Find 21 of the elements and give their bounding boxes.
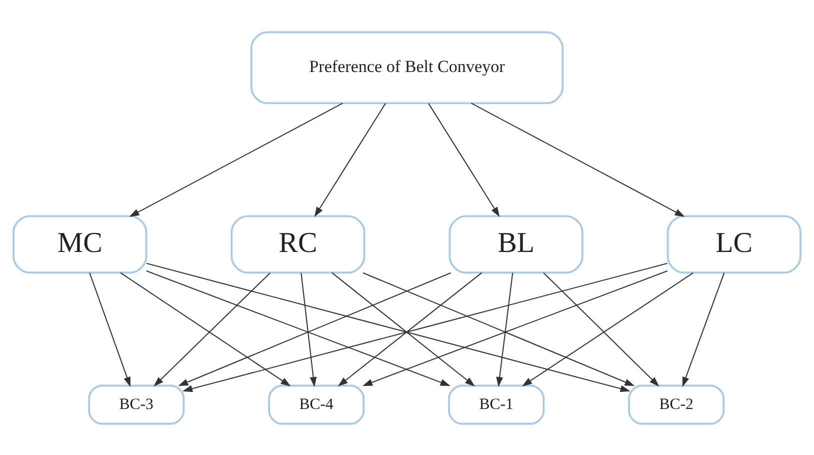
node-box: MC bbox=[12, 214, 148, 274]
arrow bbox=[89, 272, 130, 386]
arrow bbox=[300, 272, 317, 387]
node-box: Preference of Belt Conveyor bbox=[250, 30, 564, 104]
arrow bbox=[496, 272, 514, 387]
node-box: RC bbox=[230, 214, 366, 274]
arrow bbox=[522, 272, 694, 386]
node-box: BC-4 bbox=[268, 384, 365, 424]
arrow bbox=[682, 272, 725, 386]
node-box: BL bbox=[448, 214, 584, 274]
node-box: LC bbox=[666, 214, 802, 274]
arrow bbox=[314, 102, 386, 216]
node-box: BC-2 bbox=[628, 384, 725, 424]
arrow bbox=[471, 102, 685, 216]
arrow bbox=[120, 272, 291, 386]
arrow bbox=[154, 272, 271, 386]
node-box: BC-1 bbox=[448, 384, 545, 424]
arrow bbox=[543, 272, 660, 386]
arrow bbox=[129, 102, 343, 216]
arrow bbox=[428, 102, 500, 216]
node-box: BC-3 bbox=[88, 384, 185, 424]
